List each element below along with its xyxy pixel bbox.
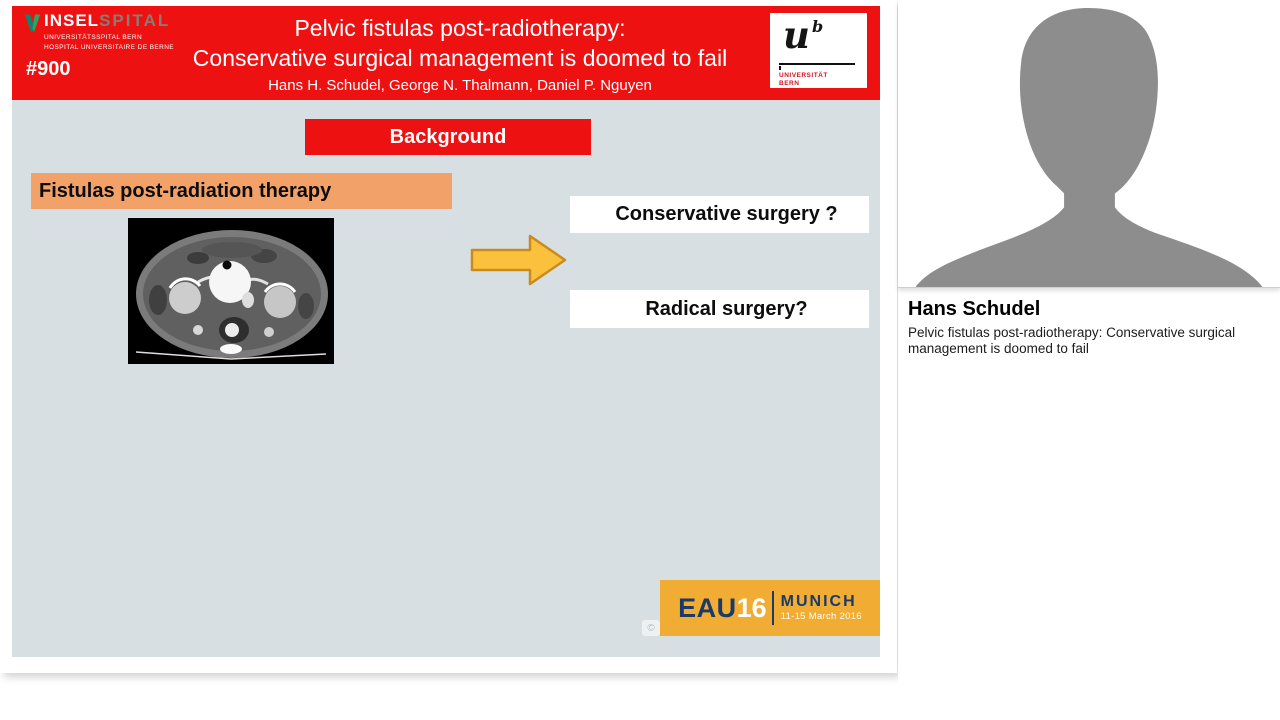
abstract-number: #900: [26, 58, 71, 80]
slide-stage: INSELSPITAL UNIVERSITÄTSSPITAL BERN HOSP…: [12, 6, 880, 657]
eau-city: MUNICH: [780, 593, 857, 611]
slide-title-block: Pelvic fistulas post-radiotherapy: Conse…: [160, 14, 760, 94]
topic-banner: Fistulas post-radiation therapy: [31, 173, 452, 209]
option-radical-surgery: Radical surgery?: [570, 290, 869, 328]
slide-title-line2: Conservative surgical management is doom…: [192, 44, 728, 71]
ct-scan-image: [128, 218, 334, 364]
section-banner: Background: [305, 119, 591, 155]
right-arrow-icon: [470, 234, 567, 286]
eau-divider: [771, 591, 774, 625]
speaker-avatar: [898, 0, 1280, 288]
ub-tick: [779, 66, 781, 70]
speaker-talk-title: Pelvic fistulas post-radiotherapy: Conse…: [908, 325, 1236, 356]
ub-superscript: b: [812, 17, 824, 36]
slide-authors: Hans H. Schudel, George N. Thalmann, Dan…: [268, 77, 652, 95]
university-bern-logo: u b UNIVERSITÄT BERN: [770, 13, 867, 88]
slide-header: INSELSPITAL UNIVERSITÄTSSPITAL BERN HOSP…: [12, 6, 880, 100]
ub-letter: u: [783, 13, 810, 57]
inselspital-logo: INSELSPITAL UNIVERSITÄTSSPITAL BERN HOSP…: [24, 11, 174, 53]
option-conservative-surgery: Conservative surgery ?: [570, 196, 869, 233]
ub-label-line2: BERN: [779, 80, 800, 88]
presentation-slide: INSELSPITAL UNIVERSITÄTSSPITAL BERN HOSP…: [12, 6, 880, 657]
hospital-name-primary: INSEL: [44, 11, 100, 30]
eau-year: 16: [736, 592, 767, 623]
hospital-name-secondary: SPITAL: [99, 11, 171, 30]
ub-divider: [779, 63, 855, 65]
speaker-panel: Hans Schudel Pelvic fistulas post-radiot…: [898, 0, 1280, 720]
person-silhouette-icon: [915, 7, 1263, 287]
eau-dates: 11-15 March 2016: [780, 611, 862, 623]
ub-label: UNIVERSITÄT BERN: [779, 72, 828, 88]
inselspital-icon: [24, 14, 41, 32]
speaker-name: Hans Schudel: [908, 298, 1041, 320]
ub-label-line1: UNIVERSITÄT: [779, 72, 828, 79]
hospital-subtitle-1: UNIVERSITÄTSSPITAL BERN: [44, 34, 143, 41]
speaker-info: Hans Schudel Pelvic fistulas post-radiot…: [908, 298, 1268, 356]
eau-brand: EAU: [678, 592, 737, 623]
hospital-subtitle-2: HOSPITAL UNIVERSITAIRE DE BERNE: [44, 43, 175, 51]
slide-title-line1: Pelvic fistulas post-radiotherapy:: [294, 15, 626, 41]
watermark-icon: ©: [642, 620, 660, 636]
